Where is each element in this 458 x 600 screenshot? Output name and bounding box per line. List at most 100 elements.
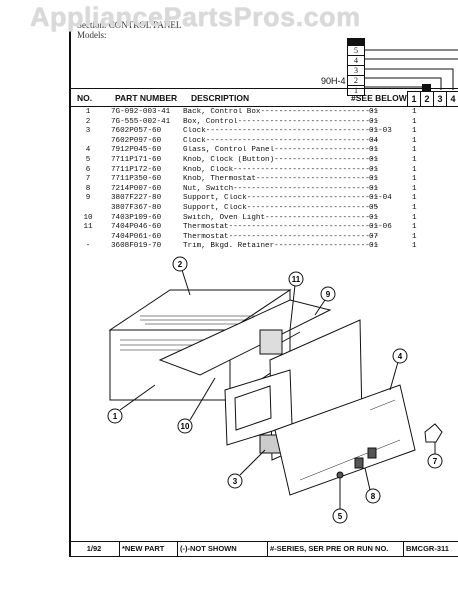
part-qty: 1 [412, 194, 417, 203]
part-description: Support, Clock--------------------------… [183, 203, 379, 212]
part-see-below: 01 [369, 242, 379, 251]
svg-text:7: 7 [433, 457, 438, 466]
part-description: Nut, Switch-----------------------------… [183, 184, 379, 193]
watermark: AppliancePartsPros.com [30, 2, 361, 32]
model-box: 5 [347, 45, 365, 55]
col-see-below: #SEE BELOW [351, 93, 407, 103]
footer-doc-number: BMCGR-311 [406, 544, 449, 553]
part-qty: 1 [412, 184, 417, 193]
callout-7: 7 [427, 453, 443, 469]
callout-4: 4 [392, 348, 408, 364]
model-box: 4 [347, 55, 365, 65]
model-box-header [347, 38, 365, 45]
part-description: Knob, Thermostat------------------------… [183, 175, 379, 184]
part-number: 7404P046-60 [111, 223, 162, 232]
part-number: 3608F019-70 [111, 242, 162, 251]
part-number: 7711P350-60 [111, 175, 162, 184]
part-description: Clock-----------------------------------… [183, 136, 379, 145]
part-qty: 1 [412, 213, 417, 222]
part-no: 2 [85, 117, 91, 126]
part-description: Glass, Control Panel--------------------… [183, 146, 379, 155]
svg-text:11: 11 [292, 275, 301, 284]
part-see-below: 05 [369, 203, 379, 212]
part-see-below: 01 [369, 146, 379, 155]
part-see-below: 01 [369, 175, 379, 184]
col-box: 4 [446, 91, 458, 107]
part-no: 8 [85, 184, 91, 193]
model-boxes: 5 4 3 2 1 [347, 38, 365, 96]
callout-3: 3 [227, 473, 243, 489]
footer-not-shown: (-)-NOT SHOWN [177, 542, 268, 556]
part-description: Box, Control----------------------------… [183, 117, 379, 126]
part-see-below: 01 [369, 165, 379, 174]
svg-text:4: 4 [398, 352, 403, 361]
footer-new-part: *NEW PART [119, 542, 178, 556]
part-qty: 1 [412, 136, 417, 145]
col-box: 1 [407, 91, 421, 107]
part-description: Thermostat------------------------------… [183, 232, 379, 241]
model-box: 3 [347, 65, 365, 75]
col-part-number: PART NUMBER [115, 93, 178, 103]
part-no: 1 [85, 108, 91, 116]
callout-2: 2 [172, 256, 188, 272]
callout-9: 9 [320, 286, 336, 302]
part-see-below: 01 [369, 184, 379, 193]
part-qty: 1 [412, 108, 417, 116]
exploded-diagram: 1 2 3 4 7 8 5 9 10 11 [107, 256, 443, 524]
svg-text:1: 1 [113, 412, 118, 421]
svg-text:3: 3 [233, 477, 238, 486]
part-no: 5 [85, 155, 91, 164]
parts-row: 7404P061-60 Thermostat-------------------… [71, 233, 458, 243]
part-no: 4 [85, 146, 91, 155]
svg-text:10: 10 [181, 422, 190, 431]
part-description: Thermostat------------------------------… [183, 223, 379, 232]
callout-11: 11 [288, 271, 304, 287]
part-number: 7912P045-60 [111, 146, 162, 155]
footer-date: 1/92 [69, 542, 120, 556]
parts-row: 1 7G-092-003-41 Back, Control Box---------… [71, 108, 458, 118]
part-no: 3 [85, 127, 91, 136]
part-number: 7602P057-60 [111, 127, 162, 136]
part-number: 7403P109-60 [111, 213, 162, 222]
part-qty: 1 [412, 203, 417, 212]
col-box: 2 [420, 91, 434, 107]
header-rule [71, 88, 458, 89]
part-number: 7G-555-002-41 [111, 117, 171, 126]
part-see-below: 07 [369, 232, 379, 241]
parts-row: - 3608F019-70 Trim, Bkgd. Retainer--------… [71, 242, 458, 252]
part-qty: 1 [412, 127, 417, 136]
parts-row: 4 7912P045-60 Glass, Control Panel--------… [71, 146, 458, 156]
part-see-below: 01 [369, 155, 379, 164]
callout-1: 1 [107, 408, 123, 424]
part-see-below: 01-03 [369, 127, 392, 136]
parts-row: 2 7G-555-002-41 Box, Control--------------… [71, 118, 458, 128]
svg-text:8: 8 [371, 492, 376, 501]
part-qty: 1 [412, 175, 417, 184]
col-box: 3 [433, 91, 447, 107]
part-number: 7711P171-60 [111, 155, 162, 164]
part-see-below: 01 [369, 108, 379, 116]
part-see-below: 01 [369, 117, 379, 126]
svg-text:9: 9 [326, 290, 331, 299]
part-description: Support, Clock--------------------------… [183, 194, 379, 203]
part-description: Back, Control Box-----------------------… [183, 108, 379, 116]
parts-row: 3 7602P057-60 Clock-----------------------… [71, 127, 458, 137]
part-number: 7404P061-60 [111, 232, 162, 241]
part-description: Clock-----------------------------------… [183, 127, 379, 136]
part-number: 7G-092-003-41 [111, 108, 171, 116]
part-qty: 1 [412, 165, 417, 174]
part-description: Knob, Clock-----------------------------… [183, 165, 379, 174]
parts-list: 1 7G-092-003-41 Back, Control Box---------… [71, 108, 458, 252]
part-number: 3807F227-80 [111, 194, 162, 203]
model-box: 2 [347, 75, 365, 85]
part-description: Trim, Bkgd. Retainer--------------------… [183, 242, 379, 251]
col-no: NO. [77, 93, 93, 103]
part-no: - [85, 242, 91, 251]
